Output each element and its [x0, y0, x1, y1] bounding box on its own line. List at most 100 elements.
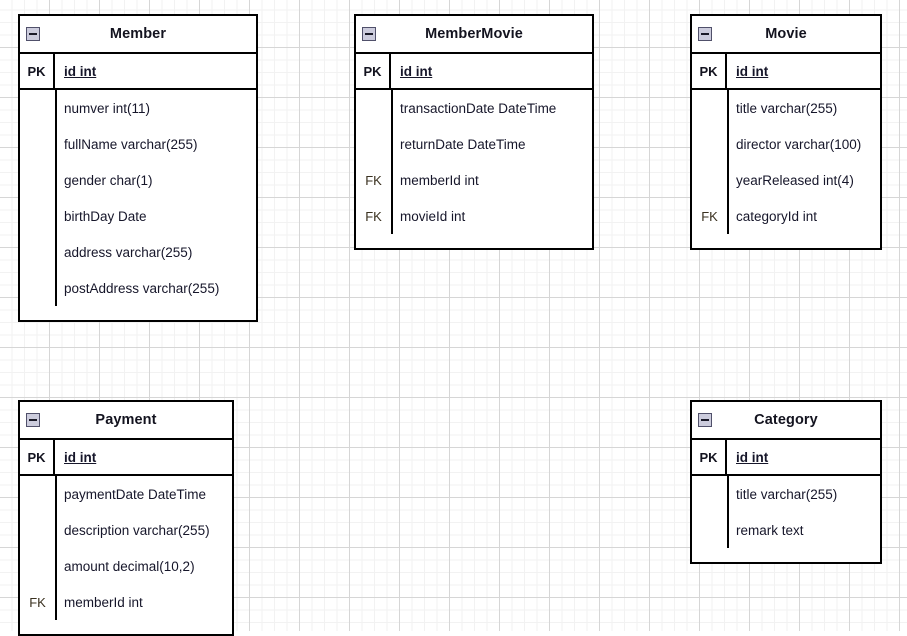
- attribute-list: paymentDate DateTime description varchar(…: [20, 476, 232, 634]
- key-badge-none: [20, 198, 55, 234]
- key-badge-none: [356, 126, 391, 162]
- column-divider: [391, 90, 393, 234]
- entity-title: Movie: [765, 25, 807, 42]
- attribute-row[interactable]: yearReleased int(4): [692, 162, 880, 198]
- attribute-row[interactable]: amount decimal(10,2): [20, 548, 232, 584]
- entity-header-category: Category: [692, 402, 880, 440]
- key-badge-fk: FK: [365, 172, 382, 188]
- attribute-name: id int: [400, 63, 433, 79]
- entity-header-movie: Movie: [692, 16, 880, 54]
- attribute-row[interactable]: birthDay Date: [20, 198, 256, 234]
- attribute-list: transactionDate DateTime returnDate DateT…: [356, 90, 592, 248]
- key-badge-none: [692, 126, 727, 162]
- attribute-row[interactable]: fullName varchar(255): [20, 126, 256, 162]
- attribute-name: title varchar(255): [736, 100, 838, 116]
- attribute-name: id int: [736, 449, 769, 465]
- attribute-name: memberId int: [400, 172, 479, 188]
- column-divider: [55, 476, 57, 620]
- attribute-name: yearReleased int(4): [736, 172, 854, 188]
- key-badge-fk: FK: [701, 208, 718, 224]
- primary-key-row[interactable]: PK id int: [20, 54, 256, 90]
- attribute-name: postAddress varchar(255): [64, 280, 220, 296]
- key-badge-pk: PK: [356, 54, 391, 88]
- key-badge-fk: FK: [365, 208, 382, 224]
- attribute-row[interactable]: FK memberId int: [20, 584, 232, 620]
- attribute-name: id int: [64, 449, 97, 465]
- attribute-row[interactable]: remark text: [692, 512, 880, 548]
- primary-key-row[interactable]: PK id int: [356, 54, 592, 90]
- attribute-row[interactable]: paymentDate DateTime: [20, 476, 232, 512]
- attribute-name: description varchar(255): [64, 522, 210, 538]
- minus-square-icon[interactable]: [26, 413, 40, 427]
- attribute-row[interactable]: director varchar(100): [692, 126, 880, 162]
- entity-title: MemberMovie: [425, 25, 523, 42]
- key-badge-none: [692, 476, 727, 512]
- key-badge-none: [20, 234, 55, 270]
- attribute-name: returnDate DateTime: [400, 136, 526, 152]
- attribute-row[interactable]: FK movieId int: [356, 198, 592, 234]
- attribute-row[interactable]: title varchar(255): [692, 476, 880, 512]
- primary-key-row[interactable]: PK id int: [692, 54, 880, 90]
- minus-square-icon[interactable]: [26, 27, 40, 41]
- entity-header-membermovie: MemberMovie: [356, 16, 592, 54]
- entity-header-member: Member: [20, 16, 256, 54]
- attribute-name: address varchar(255): [64, 244, 193, 260]
- column-divider: [55, 90, 57, 306]
- attribute-name: transactionDate DateTime: [400, 100, 557, 116]
- minus-square-icon[interactable]: [698, 27, 712, 41]
- attribute-name: movieId int: [400, 208, 466, 224]
- key-badge-fk: FK: [29, 594, 46, 610]
- minus-square-icon[interactable]: [362, 27, 376, 41]
- attribute-row[interactable]: title varchar(255): [692, 90, 880, 126]
- entity-title: Member: [109, 25, 167, 42]
- attribute-row[interactable]: FK memberId int: [356, 162, 592, 198]
- key-badge-none: [356, 90, 391, 126]
- key-badge-none: [20, 270, 55, 306]
- key-badge-none: [692, 162, 727, 198]
- attribute-name: id int: [64, 63, 97, 79]
- attribute-name: paymentDate DateTime: [64, 486, 207, 502]
- minus-square-icon[interactable]: [698, 413, 712, 427]
- key-badge-none: [692, 512, 727, 548]
- primary-key-row[interactable]: PK id int: [20, 440, 232, 476]
- attribute-name: gender char(1): [64, 172, 153, 188]
- attribute-name: amount decimal(10,2): [64, 558, 195, 574]
- key-badge-none: [20, 476, 55, 512]
- attribute-name: title varchar(255): [736, 486, 838, 502]
- attribute-name: director varchar(100): [736, 136, 862, 152]
- entity-title: Category: [754, 411, 818, 428]
- attribute-list: title varchar(255) remark text: [692, 476, 880, 562]
- attribute-row[interactable]: gender char(1): [20, 162, 256, 198]
- key-badge-none: [20, 512, 55, 548]
- column-divider: [727, 90, 729, 234]
- attribute-name: birthDay Date: [64, 208, 147, 224]
- key-badge-none: [20, 126, 55, 162]
- attribute-list: numver int(11) fullName varchar(255) gende…: [20, 90, 256, 320]
- column-divider: [727, 476, 729, 548]
- key-badge-none: [20, 90, 55, 126]
- attribute-row[interactable]: description varchar(255): [20, 512, 232, 548]
- key-badge-none: [20, 548, 55, 584]
- attribute-name: numver int(11): [64, 100, 151, 116]
- attribute-list: title varchar(255) director varchar(100) y…: [692, 90, 880, 248]
- attribute-row[interactable]: transactionDate DateTime: [356, 90, 592, 126]
- entity-title: Payment: [95, 411, 157, 428]
- attribute-name: memberId int: [64, 594, 143, 610]
- key-badge-pk: PK: [20, 440, 55, 474]
- key-badge-pk: PK: [20, 54, 55, 88]
- attribute-name: categoryId int: [736, 208, 818, 224]
- attribute-row[interactable]: address varchar(255): [20, 234, 256, 270]
- key-badge-pk: PK: [692, 54, 727, 88]
- attribute-row[interactable]: returnDate DateTime: [356, 126, 592, 162]
- attribute-name: id int: [736, 63, 769, 79]
- attribute-row[interactable]: numver int(11): [20, 90, 256, 126]
- attribute-row[interactable]: postAddress varchar(255): [20, 270, 256, 306]
- attribute-row[interactable]: FK categoryId int: [692, 198, 880, 234]
